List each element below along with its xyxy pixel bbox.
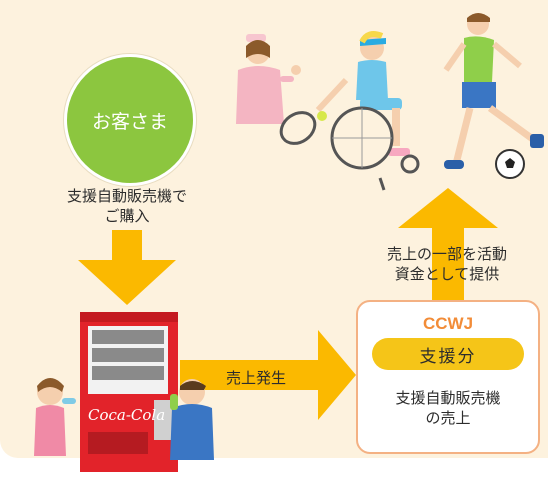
down-arrow bbox=[78, 230, 176, 305]
soccer-player-figure bbox=[443, 13, 544, 179]
fund-label-line1: 売上の一部を活動 bbox=[386, 245, 507, 263]
customer-label: お客さま bbox=[91, 110, 168, 133]
girl-figure bbox=[34, 378, 76, 456]
vending-brand-text: Coca-Cola bbox=[88, 406, 165, 424]
vending-machine bbox=[80, 312, 178, 472]
fund-label: 売上の一部を活動 資金として提供 bbox=[362, 244, 532, 284]
ccwj-desc-line2: の売上 bbox=[425, 409, 471, 427]
up-arrow bbox=[398, 188, 498, 300]
purchase-label-line1: 支援自動販売機で bbox=[66, 187, 187, 205]
ccwj-box: CCWJ 支援分 支援自動販売機 の売上 bbox=[356, 300, 540, 454]
ccwj-description: 支援自動販売機 の売上 bbox=[358, 388, 538, 428]
sales-label: 売上発生 bbox=[225, 369, 286, 387]
wheelchair-player-figure bbox=[279, 31, 420, 191]
purchase-label-line2: ご購入 bbox=[104, 207, 150, 225]
support-label: 支援分 bbox=[419, 346, 477, 367]
ccwj-desc-line1: 支援自動販売機 bbox=[395, 389, 501, 407]
customer-circle: お客さま bbox=[64, 54, 196, 186]
fund-label-line2: 資金として提供 bbox=[394, 265, 500, 283]
man-figure bbox=[170, 379, 214, 460]
nurse-figure bbox=[236, 34, 301, 124]
purchase-label: 支援自動販売機で ご購入 bbox=[46, 186, 208, 226]
support-pill: 支援分 bbox=[372, 338, 524, 370]
ccwj-title: CCWJ bbox=[422, 314, 474, 333]
